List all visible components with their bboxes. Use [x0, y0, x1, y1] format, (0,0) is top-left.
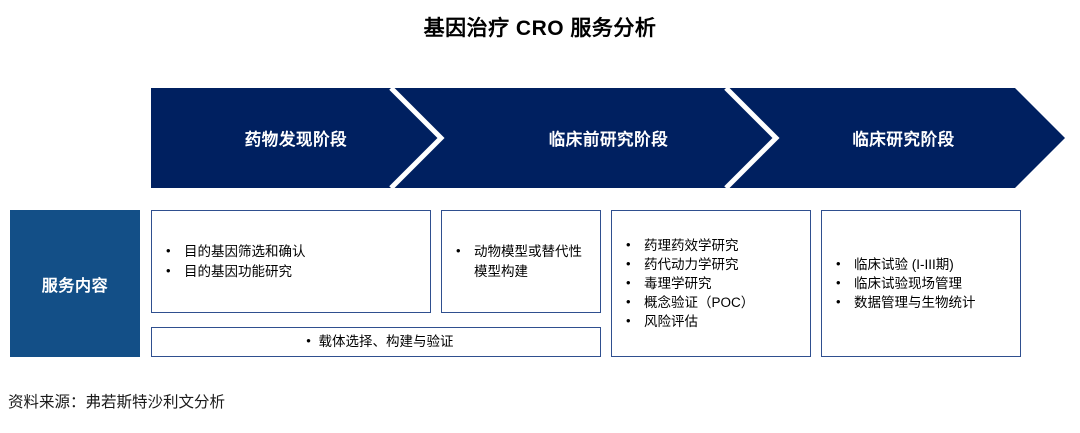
bullet-dot-icon: • [626, 236, 631, 252]
bullet-dot-icon: • [166, 262, 171, 278]
list-item: • 载体选择、构建与验证 [152, 332, 600, 351]
bullet-list: • 药理药效学研究 • 药代动力学研究 • 毒理学研究 • 概念验证（POC） … [612, 236, 810, 332]
phase-label-preclinical: 临床前研究阶段 [548, 131, 669, 149]
list-item: • 药代动力学研究 [626, 255, 802, 274]
list-item-label: 目的基因筛选和确认 [184, 244, 306, 260]
list-item-label: 药理药效学研究 [644, 237, 739, 253]
bullet-dot-icon: • [836, 255, 841, 271]
bullet-dot-icon: • [836, 294, 841, 310]
list-item-label: 目的基因功能研究 [184, 263, 292, 279]
bullet-list: • 临床试验 (I-III期) • 临床试验现场管理 • 数据管理与生物统计 [822, 255, 1020, 312]
list-item: • 目的基因筛选和确认 [166, 242, 422, 261]
phase-label-clinical: 临床研究阶段 [852, 131, 955, 149]
bullet-dot-icon: • [166, 243, 171, 259]
list-item-label: 概念验证（POC） [644, 295, 755, 311]
phase-banner-shape [151, 88, 1065, 188]
list-item: • 临床试验 (I-III期) [836, 255, 1012, 274]
phase-label-drug-discovery: 药物发现阶段 [244, 131, 348, 149]
list-item-label: 临床试验现场管理 [854, 275, 962, 291]
content-box-clinical: • 临床试验 (I-III期) • 临床试验现场管理 • 数据管理与生物统计 [821, 210, 1021, 357]
page-title: 基因治疗 CRO 服务分析 [423, 17, 657, 40]
phase-banner: 药物发现阶段 临床前研究阶段 临床研究阶段 [151, 88, 1065, 188]
content-box-vector: • 载体选择、构建与验证 [151, 327, 601, 357]
content-box-discovery: • 目的基因筛选和确认 • 目的基因功能研究 [151, 210, 431, 313]
bullet-dot-icon: • [626, 313, 631, 329]
list-item: • 数据管理与生物统计 [836, 293, 1012, 312]
source-note: 资料来源：弗若斯特沙利文分析 [8, 394, 226, 411]
list-item-label: 风险评估 [644, 314, 698, 330]
row-label-service-content: 服务内容 [10, 210, 140, 357]
content-box-preclinical: • 药理药效学研究 • 药代动力学研究 • 毒理学研究 • 概念验证（POC） … [611, 210, 811, 357]
list-item-label: 临床试验 (I-III期) [854, 256, 954, 272]
bullet-dot-icon: • [836, 274, 841, 290]
list-item-label: 动物模型或替代性模型构建 [474, 244, 582, 279]
list-item: • 概念验证（POC） [626, 293, 802, 312]
chevron-right-icon [389, 88, 445, 188]
bullet-dot-icon: • [626, 274, 631, 290]
list-item-label: 载体选择、构建与验证 [318, 334, 454, 350]
bullet-list: • 载体选择、构建与验证 [152, 332, 600, 351]
list-item-label: 数据管理与生物统计 [854, 295, 976, 311]
bullet-dot-icon: • [456, 243, 461, 259]
list-item: • 临床试验现场管理 [836, 274, 1012, 293]
list-item-label: 药代动力学研究 [644, 256, 739, 272]
list-item: • 毒理学研究 [626, 274, 802, 293]
list-item: • 动物模型或替代性模型构建 [456, 242, 592, 280]
list-item: • 目的基因功能研究 [166, 262, 422, 281]
list-item: • 风险评估 [626, 312, 802, 331]
bullet-list: • 目的基因筛选和确认 • 目的基因功能研究 [152, 242, 430, 280]
list-item-label: 毒理学研究 [644, 275, 712, 291]
content-box-animal-model: • 动物模型或替代性模型构建 [441, 210, 601, 313]
chevron-right-icon [724, 88, 780, 188]
bullet-dot-icon: • [626, 294, 631, 310]
bullet-dot-icon: • [306, 333, 311, 349]
bullet-list: • 动物模型或替代性模型构建 [442, 242, 600, 280]
bullet-dot-icon: • [626, 255, 631, 271]
list-item: • 药理药效学研究 [626, 236, 802, 255]
